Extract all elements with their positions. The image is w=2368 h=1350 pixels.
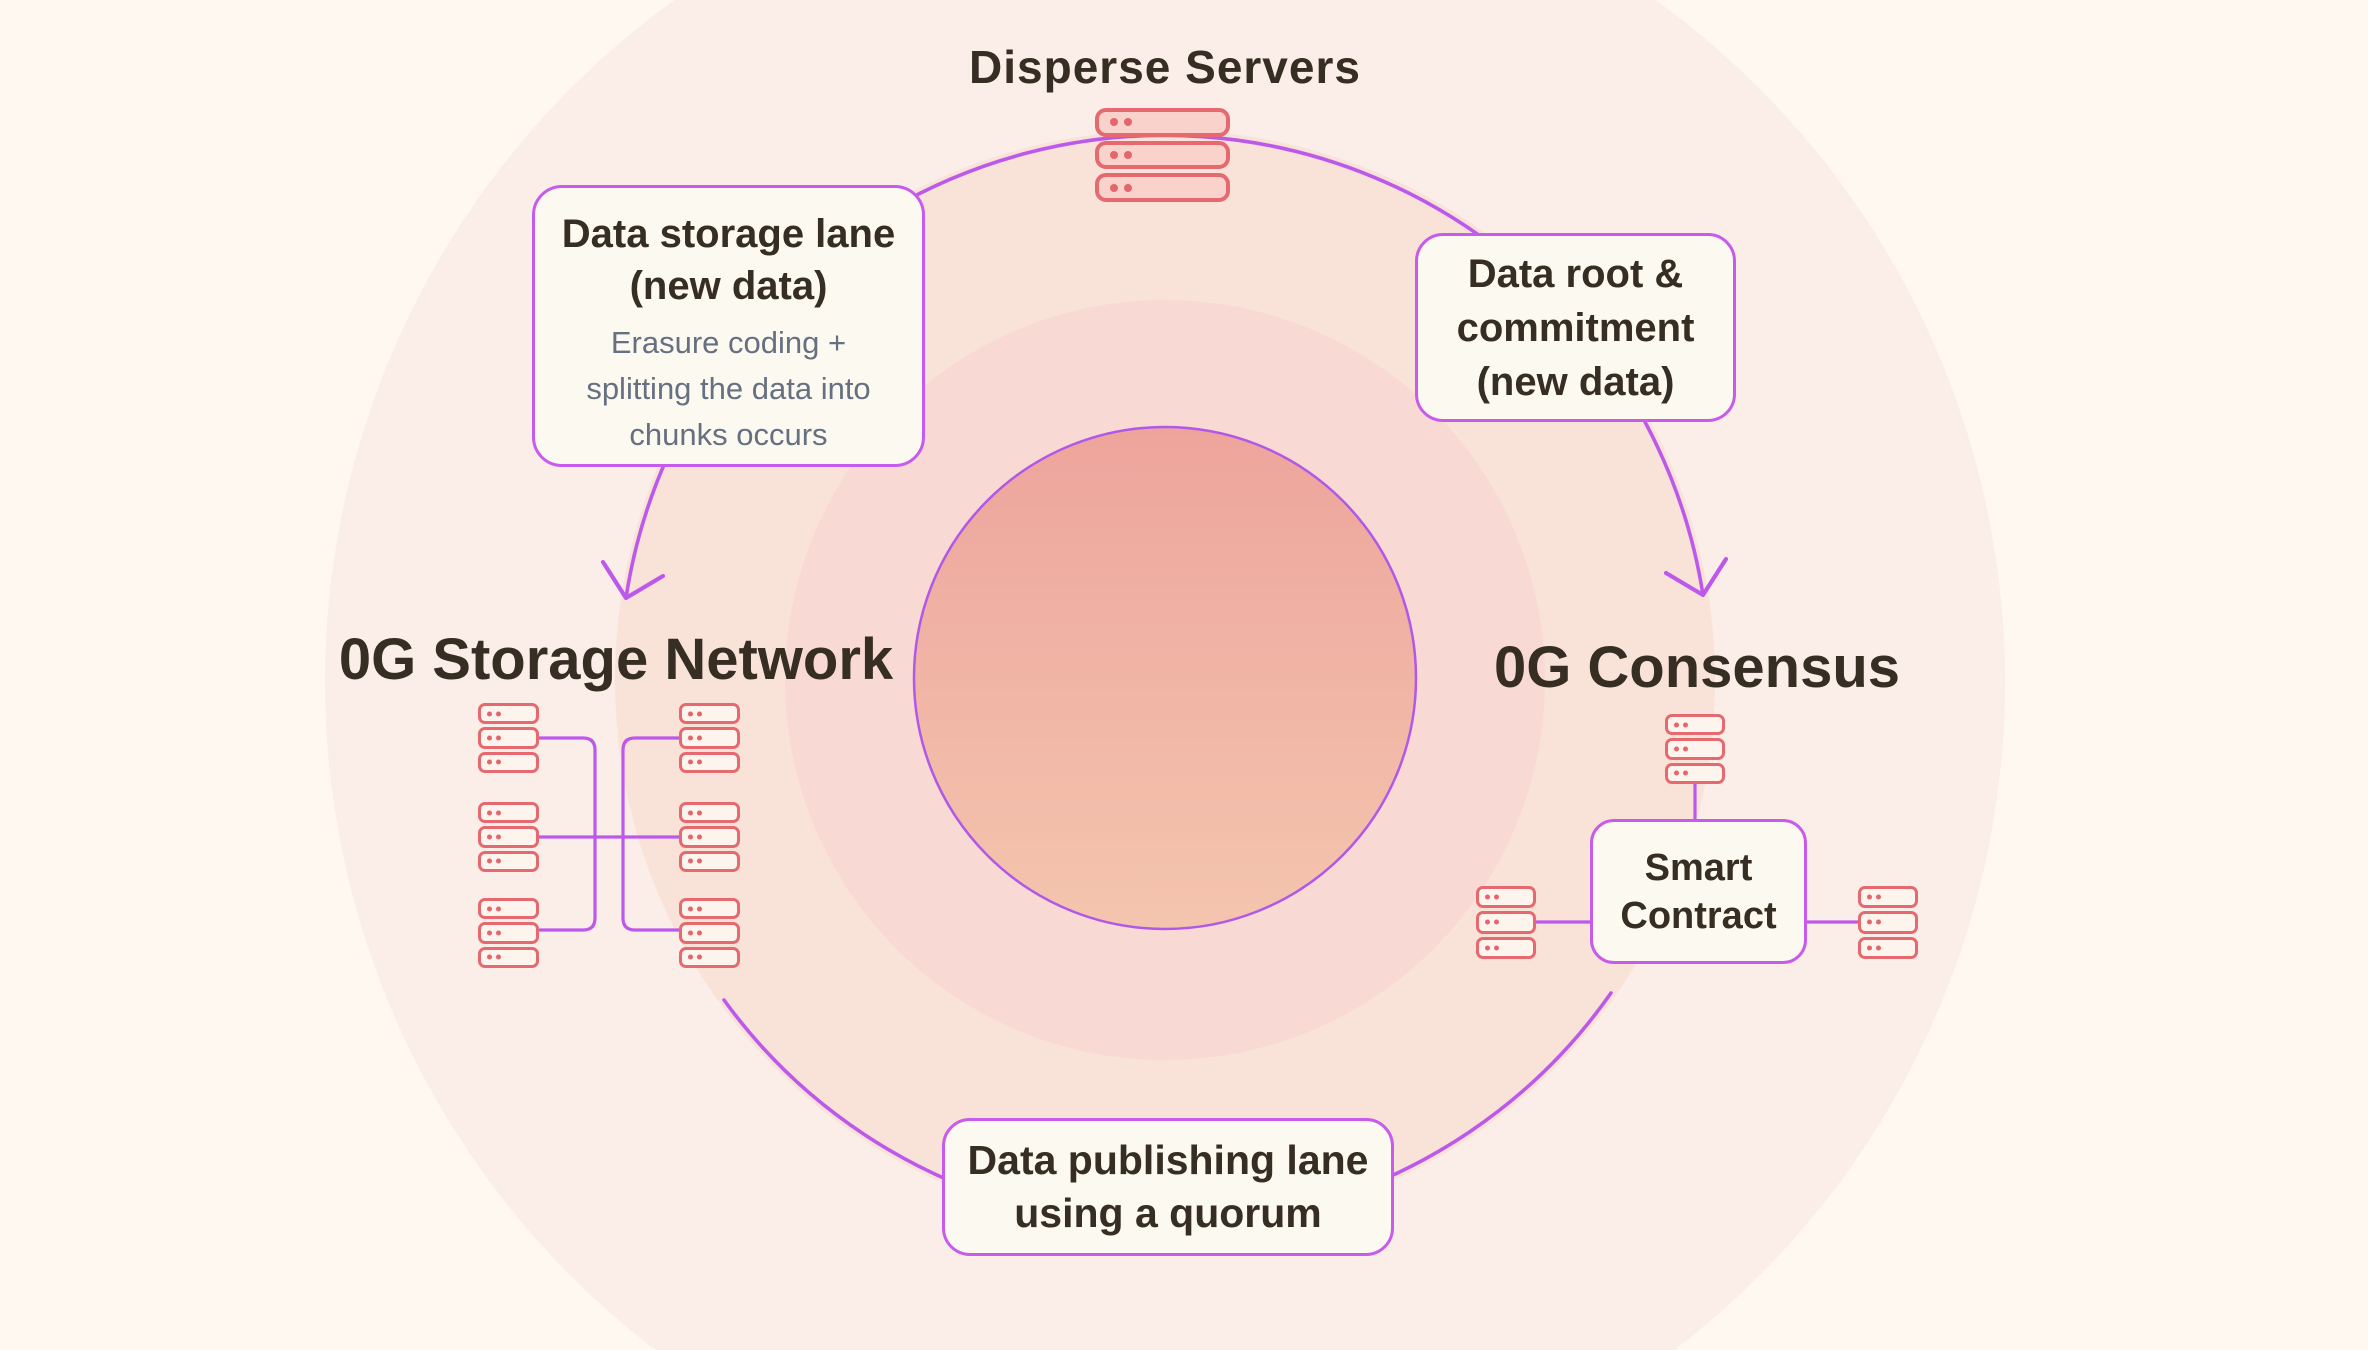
subtitle-line: Erasure coding + — [610, 325, 847, 360]
server-stack-icon — [679, 898, 740, 968]
title-line: Data root & — [1467, 251, 1684, 296]
server-slab — [679, 850, 740, 872]
server-stack-icon — [478, 802, 539, 872]
server-stack-icon — [478, 703, 539, 773]
server-slab — [478, 826, 539, 848]
server-slab — [478, 727, 539, 749]
title-line: Smart — [1644, 846, 1753, 889]
data-storage-lane-box: Data storage lane (new data) Erasure cod… — [532, 185, 925, 467]
server-stack-icon — [1476, 886, 1536, 959]
server-slab — [478, 802, 539, 824]
server-slab — [679, 802, 740, 824]
server-slab — [679, 922, 740, 944]
server-slab — [679, 826, 740, 848]
arrowhead-consensus-icon — [1663, 556, 1729, 598]
page-title: Disperse Servers — [969, 41, 1361, 93]
server-slab — [1095, 108, 1230, 137]
server-slab — [1665, 714, 1725, 736]
server-slab — [1476, 936, 1536, 959]
storage-connector-left-bus — [537, 736, 597, 932]
subtitle-line: splitting the data into — [586, 371, 871, 406]
server-stack-icon — [1095, 108, 1230, 203]
subtitle-line: chunks occurs — [629, 417, 828, 452]
data-root-commitment-box: Data root & commitment (new data) — [1415, 233, 1736, 422]
data-storage-lane-title: Data storage lane (new data) — [535, 208, 922, 312]
server-slab — [679, 727, 740, 749]
title-line: (new data) — [629, 264, 828, 308]
title-line: using a quorum — [1014, 1190, 1322, 1236]
server-slab — [478, 922, 539, 944]
server-stack-icon — [679, 802, 740, 872]
server-stack-icon — [679, 703, 740, 773]
title-line: Contract — [1620, 894, 1777, 937]
server-slab — [1476, 886, 1536, 909]
server-stack-icon — [478, 898, 539, 968]
data-storage-lane-subtitle: Erasure coding + splitting the data into… — [535, 320, 922, 458]
server-slab — [478, 850, 539, 872]
server-slab — [1095, 173, 1230, 203]
server-slab — [679, 751, 740, 773]
server-slab — [478, 946, 539, 968]
server-slab — [1665, 762, 1725, 784]
title-line: Data publishing lane — [967, 1137, 1369, 1183]
server-slab — [679, 946, 740, 968]
center-gradient-circle — [912, 425, 1418, 931]
title-line: Data storage lane — [561, 212, 896, 256]
server-slab — [1858, 886, 1918, 909]
storage-network-label: 0G Storage Network — [338, 627, 894, 692]
consensus-label: 0G Consensus — [1493, 635, 1901, 700]
data-publishing-lane-box: Data publishing lane using a quorum — [942, 1118, 1394, 1256]
arrowhead-storage-icon — [600, 559, 666, 601]
flow-arc-top — [874, 133, 1517, 265]
storage-connector-right-bus — [621, 736, 681, 932]
server-slab — [679, 898, 740, 920]
server-slab — [1858, 911, 1918, 934]
title-line: commitment — [1456, 305, 1695, 350]
server-slab — [1476, 911, 1536, 934]
server-stack-icon — [1665, 714, 1725, 784]
server-slab — [1858, 936, 1918, 959]
smart-contract-box: Smart Contract — [1590, 819, 1807, 964]
server-slab — [478, 703, 539, 725]
title-line: (new data) — [1476, 359, 1675, 404]
server-stack-icon — [1858, 886, 1918, 959]
server-slab — [1665, 738, 1725, 760]
flow-arc-to-storage — [624, 456, 669, 600]
server-slab — [478, 898, 539, 920]
server-slab — [1095, 140, 1230, 170]
server-slab — [679, 703, 740, 725]
server-slab — [478, 751, 539, 773]
